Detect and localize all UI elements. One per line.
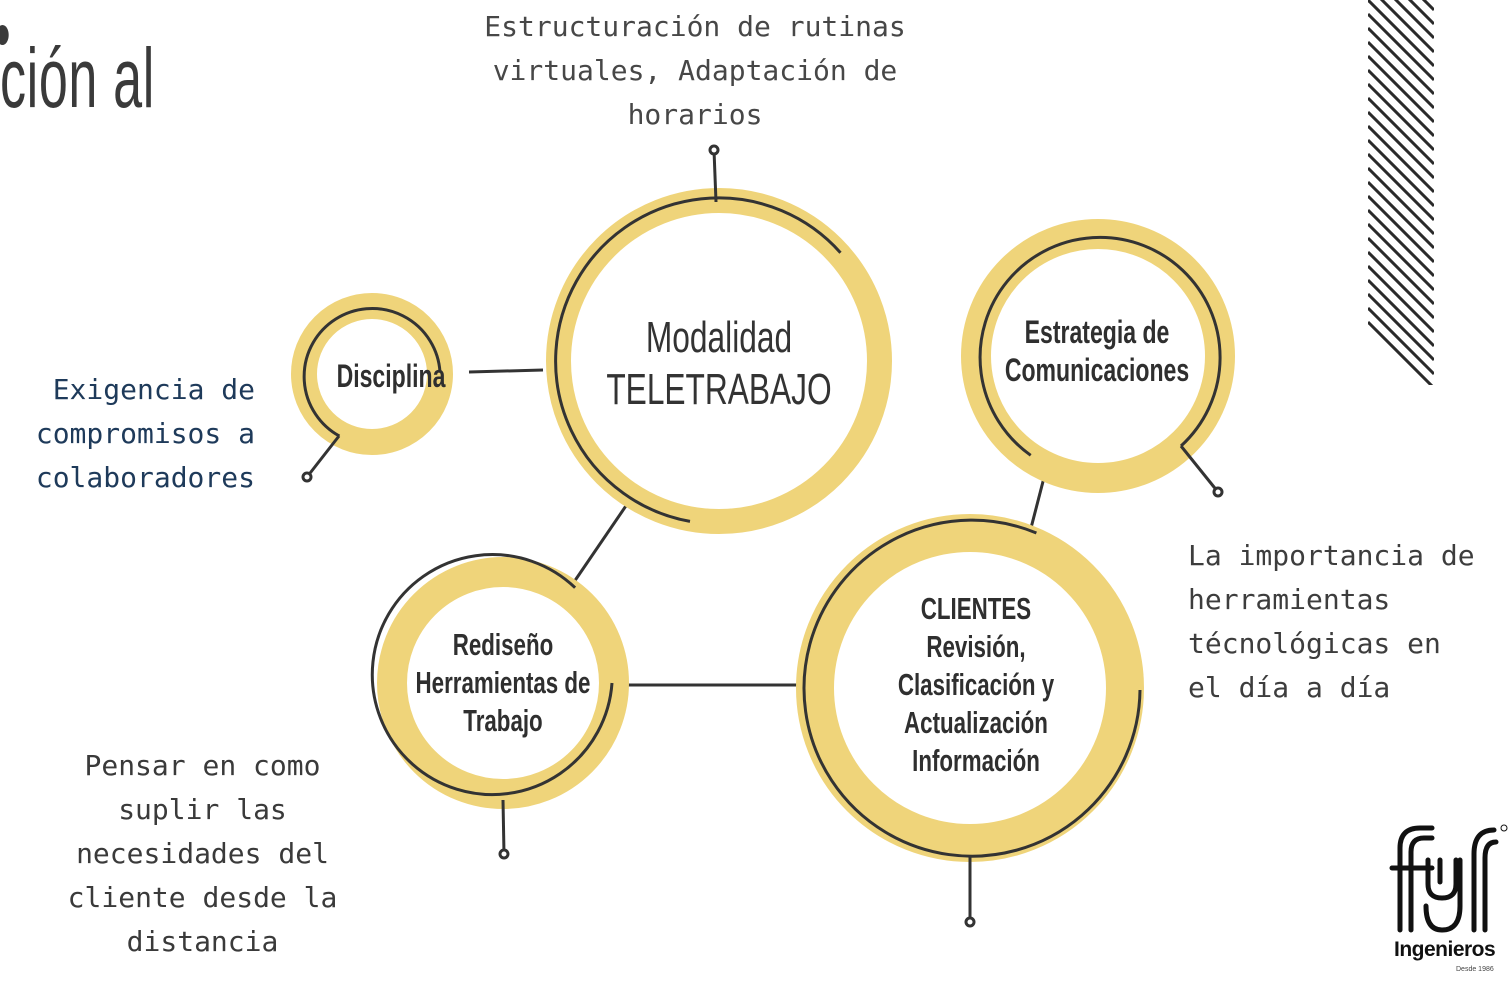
node-clientes-line: Revisión,	[926, 629, 1026, 664]
leader-right-marker	[1212, 486, 1224, 498]
node-estrategia-label: Estrategia de Comunicaciones	[1005, 313, 1189, 389]
note-left-line: Exigencia de	[52, 373, 255, 406]
node-main-label: Modalidad TELETRABAJO	[606, 312, 831, 416]
note-bottom: Pensar en como suplir las necesidades de…	[20, 744, 385, 964]
node-estrategia-line: Estrategia de	[1024, 314, 1170, 350]
note-left-line: compromisos a	[35, 417, 255, 450]
node-rediseno-line: Rediseño	[452, 627, 554, 662]
note-left: Exigencia de compromisos a colaboradores	[0, 368, 255, 500]
note-right-line: La importancia de	[1188, 539, 1475, 572]
note-bottom-line: distancia	[126, 925, 279, 958]
node-rediseno-line: Trabajo	[463, 703, 543, 738]
node-clientes-line: Actualización	[904, 705, 1048, 740]
note-bottom-line: necesidades del	[76, 837, 329, 870]
company-logo: Ingenieros Desde 1986	[1384, 822, 1509, 985]
connector-disciplina-main	[468, 368, 544, 374]
node-clientes-line: Clasificación y	[897, 667, 1055, 702]
note-right-line: herramientas	[1188, 583, 1391, 616]
leader-bottom-left-marker	[498, 848, 510, 860]
node-estrategia-line: Comunicaciones	[1004, 352, 1190, 388]
node-main-line: TELETRABAJO	[606, 365, 832, 414]
node-rediseno-ring	[370, 553, 629, 809]
decorative-stripes	[1368, 0, 1434, 385]
logo-tagline: Desde 1986	[1456, 966, 1494, 973]
connector-main-rediseno	[572, 496, 634, 583]
note-bottom-line: cliente desde la	[67, 881, 338, 914]
node-clientes-ring	[796, 514, 1144, 862]
node-main-line: Modalidad	[645, 313, 793, 362]
note-top-line: horarios	[627, 98, 763, 131]
node-estrategia-ring	[961, 219, 1235, 493]
note-right-line: el día a día	[1188, 671, 1391, 704]
leader-left-marker	[301, 471, 313, 483]
node-main-ring	[546, 188, 892, 534]
leader-top	[712, 149, 718, 203]
slide-title: ción al	[0, 25, 155, 127]
logo-word: Ingenieros	[1394, 938, 1496, 961]
note-bottom-line: Pensar en como	[84, 749, 321, 782]
leader-right	[1179, 445, 1220, 493]
note-top-line: virtuales, Adaptación de	[492, 54, 898, 87]
leader-bottom-left	[501, 799, 506, 855]
leader-bottom-right-marker	[964, 916, 976, 928]
title-bullet-dot	[0, 25, 9, 45]
note-left-line: colaboradores	[35, 461, 255, 494]
node-rediseno-line: Herramientas de	[415, 665, 591, 700]
slide-title-text: ción al	[0, 31, 155, 125]
note-bottom-line: suplir las	[118, 793, 287, 826]
note-right-line: técnológicas en	[1188, 627, 1441, 660]
leader-left	[305, 435, 341, 478]
node-clientes-line: Información	[912, 743, 1040, 778]
node-disciplina-line: Disciplina	[336, 358, 446, 394]
fyr-logo-mark-icon	[1389, 824, 1508, 933]
leader-top-marker	[708, 144, 720, 156]
note-right: La importancia de herramientas técnológi…	[1188, 534, 1508, 710]
note-top-line: Estructuración de rutinas	[484, 10, 906, 43]
note-top: Estructuración de rutinas virtuales, Ada…	[430, 5, 960, 137]
node-clientes-line: CLIENTES	[920, 591, 1032, 626]
node-clientes-label: CLIENTES Revisión, Clasificación y Actua…	[898, 590, 1054, 780]
node-disciplina-label: Disciplina	[337, 356, 446, 396]
node-disciplina-ring	[291, 293, 453, 455]
node-rediseno-label: Rediseño Herramientas de Trabajo	[416, 626, 591, 740]
